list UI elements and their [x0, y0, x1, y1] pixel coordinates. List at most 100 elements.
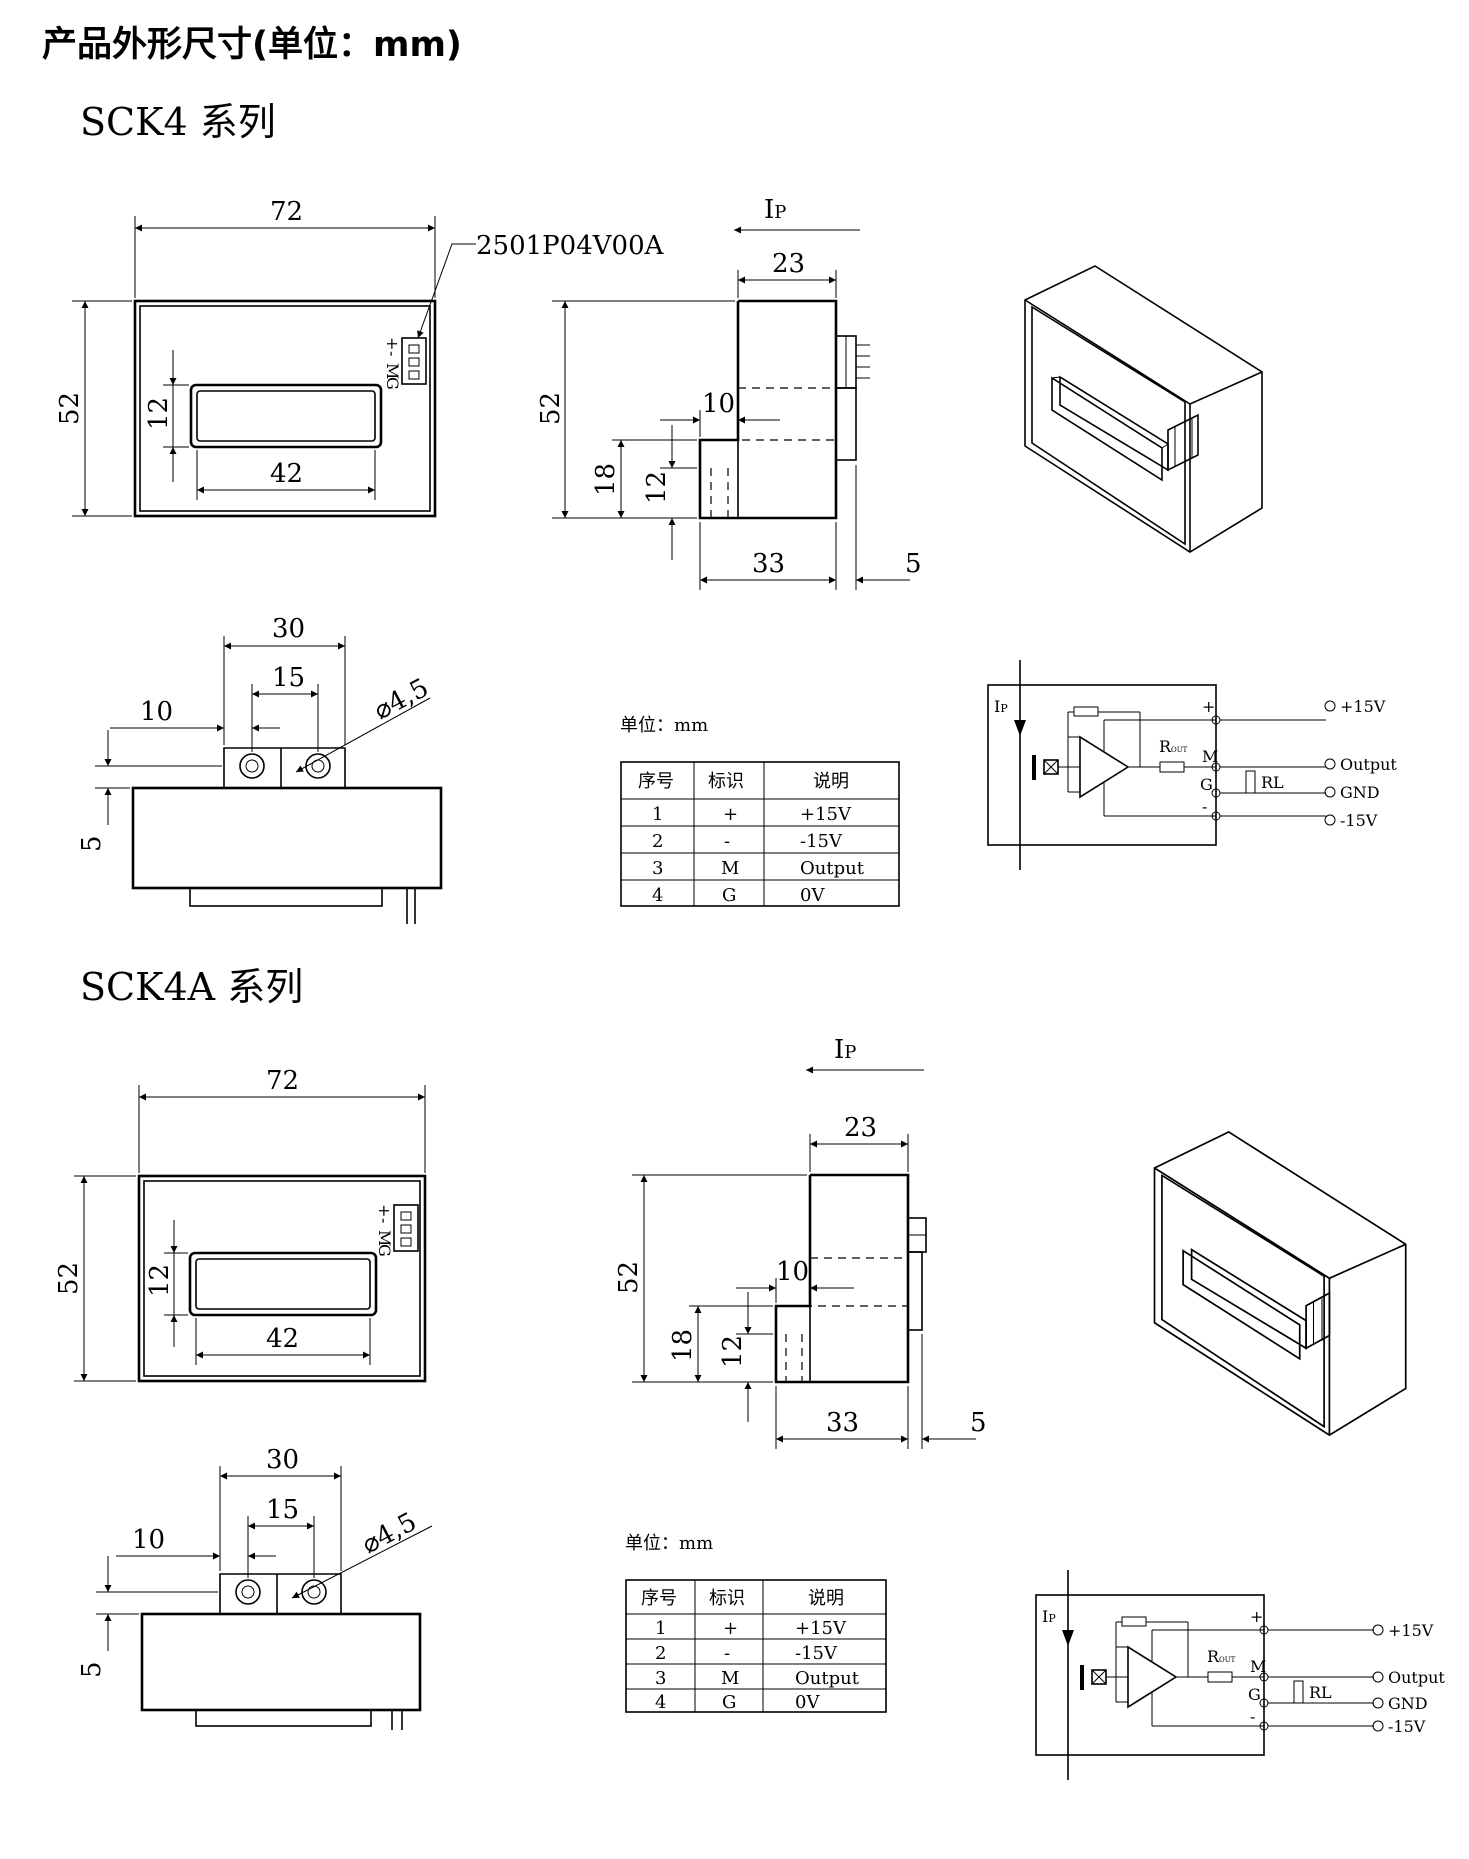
table-cell: - — [724, 831, 730, 852]
side-view-a: IP 23 52 10 18 — [614, 1035, 987, 1449]
svg-text:23: 23 — [844, 1113, 877, 1143]
table-cell: -15V — [800, 831, 843, 852]
schematic: IP ROUT — [987, 660, 1397, 870]
svg-text:Output: Output — [1388, 1668, 1445, 1687]
svg-text:10: 10 — [132, 1525, 165, 1555]
table-cell: 3 — [652, 858, 663, 879]
svg-text:5: 5 — [77, 1661, 107, 1678]
svg-text:M: M — [1202, 747, 1218, 766]
dim-side-12: 12 — [642, 471, 672, 504]
table-cell: 1 — [652, 804, 663, 825]
dim-side-5: 5 — [905, 549, 922, 579]
table-cell: G — [722, 885, 736, 906]
svg-text:GND: GND — [1388, 1694, 1428, 1713]
schematic-a: IP ROUT — [1035, 1570, 1445, 1780]
svg-text:+: + — [723, 1618, 738, 1639]
dim-side-height: 52 — [536, 392, 566, 425]
side-view: IP 23 52 — [536, 195, 922, 590]
dim-bottom-10: 10 — [140, 697, 173, 727]
svg-text:M: M — [383, 363, 402, 379]
svg-text:4: 4 — [655, 1692, 666, 1713]
svg-text:12: 12 — [718, 1335, 748, 1368]
svg-text:ROUT: ROUT — [1207, 1647, 1236, 1666]
dim-side-33: 33 — [752, 549, 785, 579]
rout-label: ROUT — [1159, 737, 1188, 756]
dim-bottom-5: 5 — [77, 835, 107, 852]
dim-window-w: 42 — [270, 459, 303, 489]
series-title-sck4: SCK4 系列 — [80, 100, 276, 144]
table-cell: + — [723, 804, 738, 825]
svg-text:M: M — [1250, 1657, 1266, 1676]
iso-view — [1024, 265, 1263, 553]
table-cell: +15V — [800, 804, 852, 825]
svg-text:G: G — [383, 377, 402, 390]
svg-text:RL: RL — [1309, 1683, 1332, 1702]
svg-text:+15V: +15V — [795, 1618, 847, 1639]
page-title: 产品外形尺寸(单位：mm) — [42, 25, 462, 65]
table-cell: 0V — [800, 885, 825, 906]
connector-pin-labels: + - M G — [383, 337, 402, 390]
svg-text:-: - — [1202, 797, 1207, 816]
svg-text:Output: Output — [1340, 755, 1397, 774]
svg-text:3: 3 — [655, 1668, 666, 1689]
table-header: 标识 — [708, 771, 744, 792]
svg-text:+: + — [383, 337, 402, 350]
svg-text:标识: 标识 — [709, 1588, 745, 1609]
svg-text:M: M — [375, 1230, 394, 1246]
dim-depth: 23 — [772, 249, 805, 279]
svg-text:G: G — [375, 1244, 394, 1257]
dim-side-18: 18 — [591, 463, 621, 496]
svg-text:Output: Output — [795, 1668, 860, 1689]
svg-text:-: - — [375, 1218, 394, 1223]
front-view-a: + - M G 72 52 12 42 — [54, 1066, 427, 1383]
series-sck4a: SCK4A 系列 + - M G 72 52 — [54, 965, 1445, 1780]
front-view: + - M G 72 52 12 42 — [55, 197, 665, 518]
dim-height: 52 — [55, 392, 85, 425]
svg-text:2: 2 — [655, 1643, 666, 1664]
svg-text:33: 33 — [826, 1408, 859, 1438]
svg-text:5: 5 — [970, 1408, 987, 1438]
svg-text:52: 52 — [614, 1261, 644, 1294]
dim-bottom-15: 15 — [272, 663, 305, 693]
svg-text:18: 18 — [668, 1329, 698, 1362]
table-cell: Output — [800, 858, 865, 879]
svg-text:-15V: -15V — [1388, 1717, 1426, 1736]
svg-text:IP: IP — [834, 1035, 856, 1065]
svg-text:12: 12 — [145, 1264, 175, 1297]
dim-bottom-30: 30 — [272, 614, 305, 644]
part-number: 2501P04V00A — [476, 231, 665, 261]
svg-text:72: 72 — [266, 1066, 299, 1096]
svg-text:-15V: -15V — [795, 1643, 838, 1664]
svg-text:+: + — [1250, 1607, 1263, 1626]
units-label: 单位：mm — [620, 715, 708, 736]
svg-text:+15V: +15V — [1388, 1621, 1434, 1640]
svg-text:-: - — [383, 351, 402, 356]
svg-text:+: + — [375, 1204, 394, 1217]
svg-text:-: - — [1250, 1707, 1255, 1726]
series-title-sck4a: SCK4A 系列 — [80, 965, 303, 1009]
table-cell: 2 — [652, 831, 663, 852]
table-cell: M — [721, 858, 739, 879]
pin-table: 单位：mm 序号 标识 说明 1 + +15V 2 - -15V 3 M Out… — [620, 715, 900, 907]
svg-text:序号: 序号 — [641, 1588, 677, 1609]
table-cell: 4 — [652, 885, 663, 906]
svg-text:单位：mm: 单位：mm — [625, 1533, 713, 1554]
svg-text:15: 15 — [266, 1495, 299, 1525]
table-header: 序号 — [638, 771, 674, 792]
svg-text:IP: IP — [1042, 1607, 1056, 1626]
dim-side-10: 10 — [702, 389, 735, 419]
dim-width: 72 — [270, 197, 303, 227]
svg-text:G: G — [722, 1692, 736, 1713]
svg-text:+: + — [1202, 697, 1215, 716]
svg-text:G: G — [1248, 1685, 1261, 1704]
series-sck4: SCK4 系列 + - M G 72 — [55, 100, 1397, 924]
svg-text:52: 52 — [54, 1262, 84, 1295]
svg-text:1: 1 — [655, 1618, 666, 1639]
pin-table-a: 单位：mm 序号 标识 说明 1 + +15V 2 - -15V 3 M Out… — [625, 1533, 887, 1713]
svg-text:42: 42 — [266, 1324, 299, 1354]
dim-hole: ⌀4,5 — [369, 673, 433, 726]
dim-window-h: 12 — [144, 397, 174, 430]
svg-text:⌀4,5: ⌀4,5 — [357, 1507, 421, 1560]
svg-text:-15V: -15V — [1340, 811, 1378, 830]
